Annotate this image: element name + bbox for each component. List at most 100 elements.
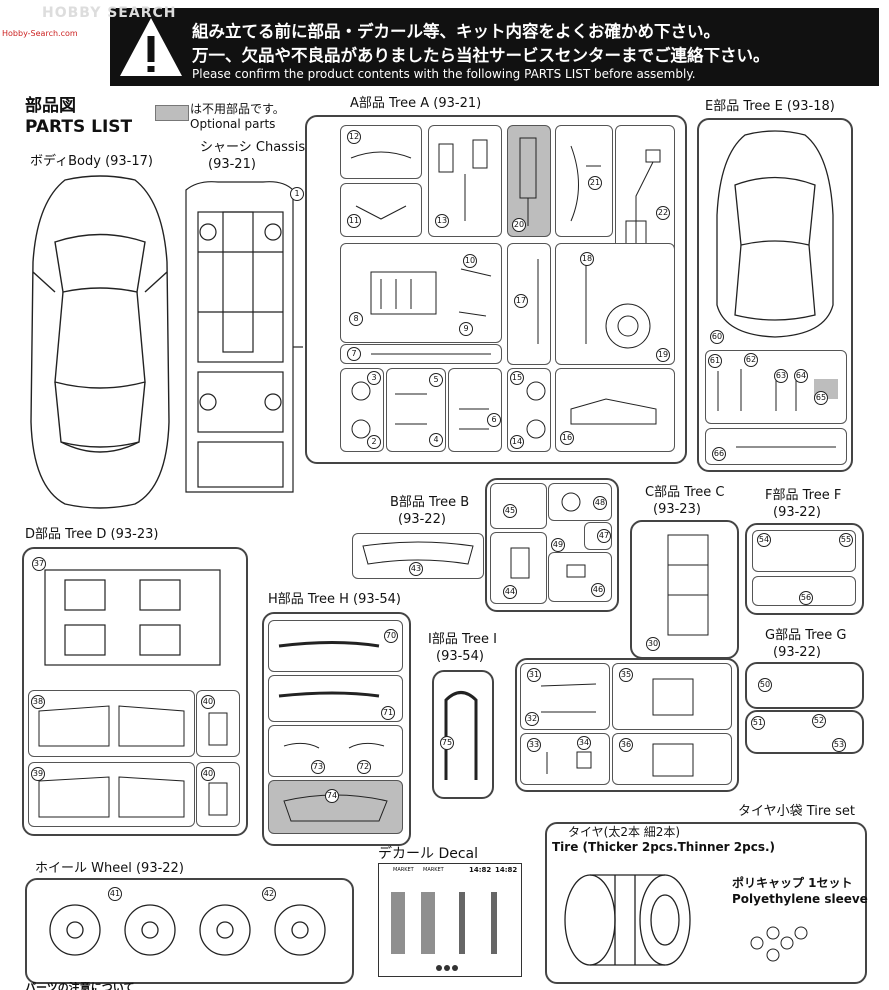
wheel-frame	[25, 878, 354, 984]
wheel-label: ホイール Wheel (93-22)	[35, 861, 184, 876]
part-number: 1	[290, 187, 304, 201]
tree-g-lower-frame	[745, 710, 864, 754]
part-number: 12	[347, 130, 361, 144]
part-number: 17	[514, 294, 528, 308]
tree-h-cell-74: 74	[268, 780, 403, 834]
tree-h-cell-71: 71	[268, 675, 403, 722]
tree-b-cell-47: 47	[584, 522, 612, 550]
part-number: 42	[262, 887, 276, 901]
header-line-2: 万一、欠品や不良品がありましたら当社サービスセンターまでご連絡下さい。	[192, 46, 770, 65]
part-number: 8	[349, 312, 363, 326]
tree-b-cell-45: 45	[490, 483, 547, 529]
footer-note: パーツの注意について	[25, 982, 135, 990]
warning-icon	[116, 14, 186, 80]
tree-h-cell-72-73: 73 72	[268, 725, 403, 777]
decal-market-2: MARKET	[423, 867, 444, 873]
part-number: 66	[712, 447, 726, 461]
tree-e-cell-66: 66	[705, 428, 847, 465]
body-label: ボディBody (93-17)	[30, 154, 153, 169]
tree-a-cell-4-5: 5 4	[386, 368, 446, 452]
part-number: 74	[325, 789, 339, 803]
tree-f-cell-56: 56	[752, 576, 856, 606]
tree-d-floor-37: 37	[30, 555, 235, 680]
chassis-label: シャーシ Chassis(93-21)	[200, 140, 306, 172]
header-line-1: 組み立てる前に部品・デカール等、キット内容をよくお確かめ下さい。	[192, 22, 720, 41]
tree-d-cell-40a: 40	[196, 690, 240, 757]
part-number: 15	[510, 371, 524, 385]
part-number: 49	[551, 538, 565, 552]
tree-a-cell-14-15: 15 14	[507, 368, 551, 452]
part-number: 72	[357, 760, 371, 774]
part-number: 65	[814, 391, 828, 405]
tree-d-cell-38: 38	[28, 690, 195, 757]
part-number: 14	[510, 435, 524, 449]
tree-a-cell-11: 11	[340, 183, 422, 237]
tree-f-label: F部品 Tree F(93-22)	[765, 488, 842, 520]
tree-e-body-60: 60	[705, 125, 845, 345]
watermark-site: Hobby-Search.com	[2, 29, 78, 38]
part-number: 73	[311, 760, 325, 774]
optional-label-en: Optional parts	[190, 117, 276, 131]
part-number: 39	[31, 767, 45, 781]
part-number: 51	[751, 716, 765, 730]
tree-h-label: H部品 Tree H (93-54)	[268, 592, 401, 607]
decal-market-1: MARKET	[393, 867, 414, 873]
part-number: 16	[560, 431, 574, 445]
tire-set-frame	[545, 822, 867, 984]
tree-c-cell-35: 35	[612, 663, 732, 730]
part-number: 50	[758, 678, 772, 692]
part-number: 61	[708, 354, 722, 368]
part-number: 75	[440, 736, 454, 750]
tree-c-frame	[630, 520, 739, 659]
tree-i-label: I部品 Tree I(93-54)	[428, 632, 498, 664]
tree-e-cell-61-65: 61 62 63 64 65	[705, 350, 847, 424]
tire-label-jp: タイヤ(太2本 細2本)	[568, 825, 681, 839]
part-number: 48	[593, 496, 607, 510]
tire-label-en: Tire (Thicker 2pcs.Thinner 2pcs.)	[552, 840, 776, 854]
header-line-3: Please confirm the product contents with…	[192, 67, 696, 81]
part-number: 70	[384, 629, 398, 643]
polycap-drawing	[745, 915, 815, 965]
part-number: 36	[619, 738, 633, 752]
warning-header: 組み立てる前に部品・デカール等、キット内容をよくお確かめ下さい。 万一、欠品や不…	[110, 8, 879, 86]
tree-d-label: D部品 Tree D (93-23)	[25, 527, 159, 542]
part-number: 2	[367, 435, 381, 449]
wheel-drawing: 41 42	[30, 885, 345, 975]
part-number: 9	[459, 322, 473, 336]
part-number: 18	[580, 252, 594, 266]
part-number: 34	[577, 736, 591, 750]
tree-c-cell-36: 36	[612, 733, 732, 785]
part-number: 10	[463, 254, 477, 268]
tree-b-cell-44: 44	[490, 532, 547, 604]
footer-note-bar: パーツの注意について	[25, 982, 879, 990]
tree-a-cell-21: 21	[555, 125, 613, 237]
tree-h-cell-70: 70	[268, 620, 403, 672]
part-number: 43	[409, 562, 423, 576]
part-number: 62	[744, 353, 758, 367]
watermark-brand: HOBBY SEARCH	[42, 5, 177, 21]
watermark-logo: HOBBY SEARCH Hobby-Search.com	[2, 2, 176, 40]
tree-a-cell-8-10: 10 8 9	[340, 243, 502, 343]
tree-c-cell-31-32: 31 32	[520, 663, 610, 730]
chassis-part: 1	[178, 172, 304, 507]
tree-b-cell-46: 46	[548, 552, 612, 602]
part-number: 46	[591, 583, 605, 597]
part-number: 5	[429, 373, 443, 387]
tree-a-cell-16: 16	[555, 368, 675, 452]
decal-code-2: 14:82	[495, 866, 518, 874]
part-number: 44	[503, 585, 517, 599]
part-number: 37	[32, 557, 46, 571]
part-number: 33	[527, 738, 541, 752]
part-number: 53	[832, 738, 846, 752]
tree-c-cell-33-34: 33 34	[520, 733, 610, 785]
part-number: 30	[646, 637, 660, 651]
tree-e-label: E部品 Tree E (93-18)	[705, 99, 835, 114]
part-number: 19	[656, 348, 670, 362]
parts-list-title-en: PARTS LIST	[25, 117, 133, 137]
tree-b-cell-48: 48	[548, 483, 612, 521]
part-number: 63	[774, 369, 788, 383]
decal-code-1: 14:82	[469, 866, 492, 874]
part-number: 40	[201, 767, 215, 781]
tree-a-cell-12: 12	[340, 125, 422, 179]
decal-sheet: MARKET MARKET 14:82 14:82	[378, 863, 522, 977]
